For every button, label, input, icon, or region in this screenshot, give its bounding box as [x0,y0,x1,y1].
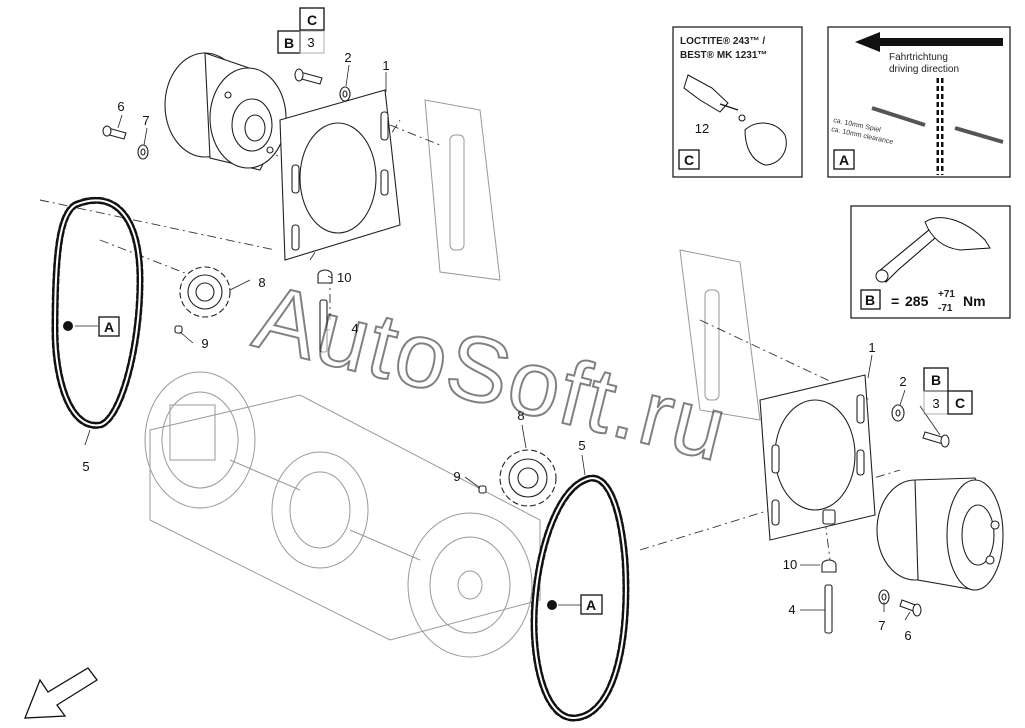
leader-lines [75,64,941,621]
label-6-top: 6 [117,99,124,114]
torque-tol-plus: +71 [938,289,955,300]
washer-2-top [339,86,351,102]
label-3-top: 3 [307,35,314,50]
ghost-axle-assembly [144,371,541,658]
pin-9-top [174,325,183,334]
loctite-box-letter: C [684,152,694,168]
washer-2-right [891,404,905,422]
direction-panel: Fahrtrichtung driving direction ca. 10mm… [827,26,1011,178]
callout-box-c-right: C [947,390,973,415]
torque-value: 285 [905,293,929,309]
bolt-6-right [899,599,922,617]
bolt-4-top [319,299,328,353]
pin-9-mid [478,485,487,494]
svg-text:A: A [104,319,114,335]
svg-text:A: A [586,597,596,613]
label-1-top: 1 [382,58,389,73]
label-8-mid: 8 [517,408,524,423]
adhesive-bottle-icon [683,74,787,166]
svg-text:C: C [955,395,965,411]
sprocket-8-mid [499,449,557,507]
bolt-4-right [824,584,833,634]
label-3-right: 3 [932,396,939,411]
mounting-plate-1-right [759,374,876,541]
hydraulic-motor-right [876,477,1004,591]
spacer-10-right [821,559,837,573]
label-4-right: 4 [788,602,795,617]
callout-box-c-top: C [299,7,325,31]
torque-box-letter: B [865,292,875,308]
spacer-10-top [317,269,333,284]
label-2-right: 2 [899,374,906,389]
direction-text-de: Fahrtrichtung [889,52,948,63]
hydraulic-motor-top [164,52,287,171]
label-9-top: 9 [201,336,208,351]
loctite-line2: BEST® MK 1231™ [680,50,767,61]
bolt-3-top [294,68,323,85]
label-9-mid: 9 [453,469,460,484]
callout-box-b-top: B [277,30,325,54]
label-6-right: 6 [904,628,911,643]
callout-a-mid: A [580,594,603,615]
callout-box-b-right: B [923,367,949,415]
watermark-text: AutoSoft.ru [245,265,738,481]
callout-a-left: A [98,316,120,337]
loctite-part-number: 12 [695,121,709,136]
svg-text:C: C [307,12,317,28]
label-5-mid: 5 [578,438,585,453]
label-7-top: 7 [142,113,149,128]
label-10-right: 10 [783,557,797,572]
svg-text:B: B [284,35,294,51]
chain-5-mid [530,474,630,722]
chain-5-left [51,196,144,429]
washer-7-right [878,589,890,605]
label-5-left: 5 [82,459,89,474]
label-2-top: 2 [344,50,351,65]
direction-arrow-icon [855,32,1003,52]
direction-box-letter: A [839,152,849,168]
sprocket-8-top [179,266,231,318]
torque-tol-minus: -71 [938,303,953,314]
ghost-bracket-right [679,249,761,421]
torque-panel: B = 285 +71 -71 Nm [850,205,1011,319]
svg-text:B: B [931,372,941,388]
chain-detail-icon [871,78,1004,175]
label-1-right: 1 [868,340,875,355]
torque-unit: Nm [963,293,986,309]
label-10-top: 10 [337,270,351,285]
loctite-line1: LOCTITE® 243™ / [680,36,765,47]
torque-equals: = [891,293,899,309]
label-7-right: 7 [878,618,885,633]
label-8-top: 8 [258,275,265,290]
front-direction-arrow-icon [24,667,98,719]
ghost-bracket-top [424,99,501,281]
washer-7-top [137,144,149,160]
loctite-panel: LOCTITE® 243™ / BEST® MK 1231™ 12 C [672,26,803,178]
bolt-3-right [922,431,950,448]
wrench-hand-icon [875,217,991,283]
label-4-top: 4 [351,321,358,336]
mounting-plate-1-top [279,89,401,261]
direction-text-en: driving direction [889,64,959,75]
bolt-6-top [102,125,127,140]
